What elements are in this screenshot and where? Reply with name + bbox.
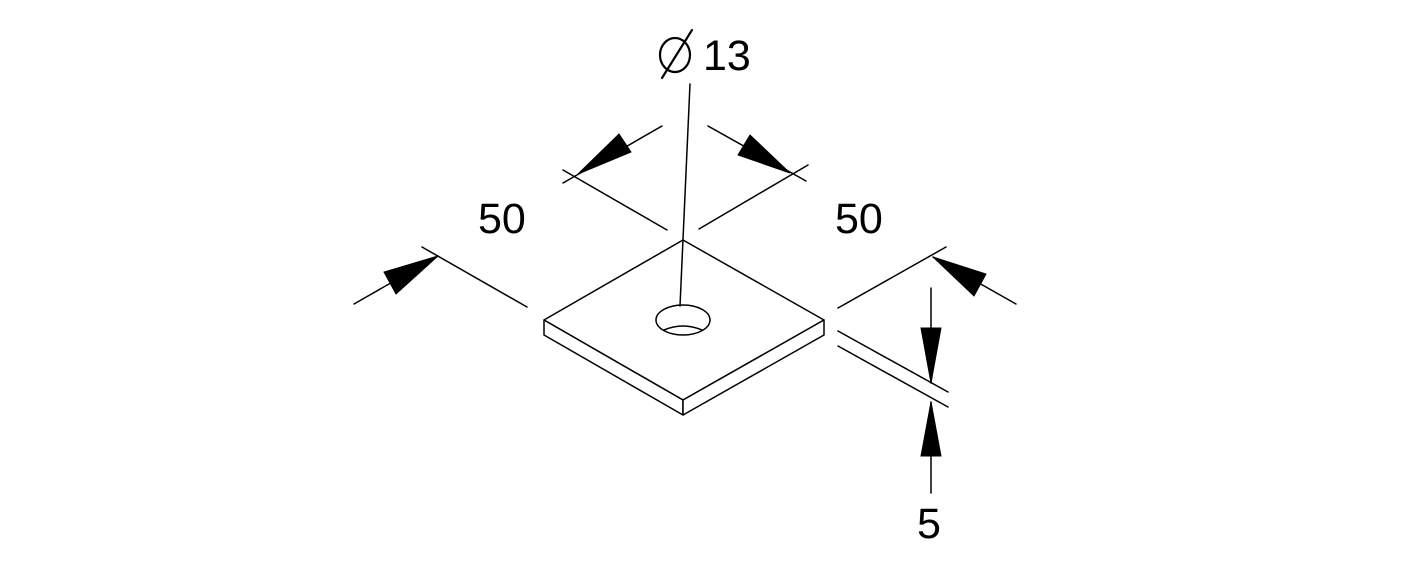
thickness-extension-line-top	[837, 330, 949, 393]
label-hole-diameter: 13	[703, 32, 751, 80]
arrow-thickness-bottom	[920, 401, 942, 457]
extension-line-left	[421, 246, 528, 308]
plate-hole	[655, 304, 711, 336]
extension-line-right	[837, 246, 947, 309]
arrow-left	[383, 255, 439, 295]
extension-line-top-left	[562, 169, 668, 231]
label-width-left: 50	[478, 195, 526, 243]
diameter-symbol-icon	[658, 28, 694, 80]
diameter-leader-line	[679, 83, 691, 307]
label-width-right: 50	[835, 195, 883, 243]
label-thickness: 5	[917, 500, 941, 548]
arrow-right	[932, 256, 987, 297]
arrow-top-right	[737, 134, 791, 174]
arrow-top-left	[577, 133, 632, 175]
extension-line-top-right	[698, 164, 809, 230]
arrow-thickness-top	[920, 327, 942, 384]
plate-front-right-face	[682, 319, 825, 416]
thickness-extension-line-bottom	[837, 345, 949, 408]
